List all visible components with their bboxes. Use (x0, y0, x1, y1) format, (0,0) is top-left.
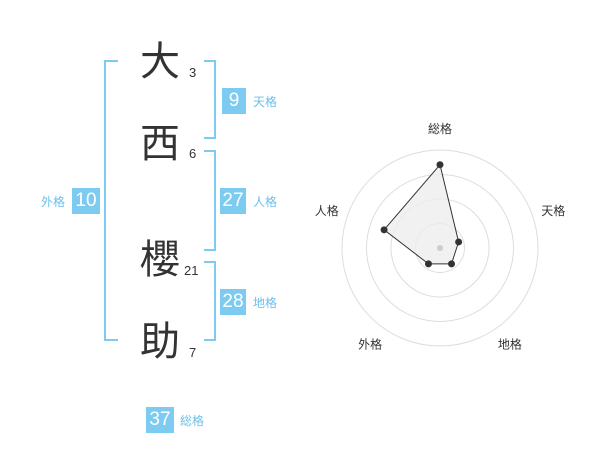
jinkaku-value: 27 (220, 188, 246, 214)
stroke-count-4: 7 (189, 345, 197, 360)
radar-area (383, 163, 460, 265)
name-char-1: 大 (140, 39, 180, 85)
radar-point-1 (436, 161, 444, 169)
jinkaku-bracket (204, 150, 216, 251)
radar-center-dot (437, 245, 443, 251)
radar-point-3 (448, 260, 456, 268)
radar-point-4 (424, 260, 432, 268)
gaikaku-label: 外格 (41, 195, 66, 209)
tenkaku-label: 天格 (253, 95, 278, 109)
soukaku-label: 総格 (180, 414, 205, 428)
radar-point-2 (455, 238, 463, 246)
radar-ring-4 (341, 149, 539, 347)
stroke-count-2: 6 (189, 146, 197, 161)
radar-axis-label-2: 天格 (541, 203, 565, 218)
chikaku-value: 28 (220, 289, 246, 315)
radar-axis-label-5: 人格 (315, 203, 339, 218)
gaikaku-value: 10 (72, 188, 100, 214)
name-char-2: 西 (140, 121, 180, 167)
radar-axis-label-1: 総格 (428, 121, 452, 136)
stroke-count-1: 3 (189, 65, 197, 80)
gaikaku-bracket (104, 60, 118, 341)
tenkaku-bracket (204, 60, 216, 139)
radar-axis-label-4: 外格 (358, 336, 382, 351)
chikaku-label: 地格 (253, 296, 278, 310)
radar-axis-label-3: 地格 (498, 336, 522, 351)
name-char-4: 助 (140, 319, 180, 365)
tenkaku-value: 9 (222, 88, 246, 114)
jinkaku-label: 人格 (253, 195, 278, 209)
stroke-count-3: 21 (184, 263, 199, 278)
name-char-3: 櫻 (140, 237, 180, 283)
chikaku-bracket (204, 261, 216, 341)
soukaku-value: 37 (146, 407, 174, 433)
radar-point-5 (380, 226, 388, 234)
